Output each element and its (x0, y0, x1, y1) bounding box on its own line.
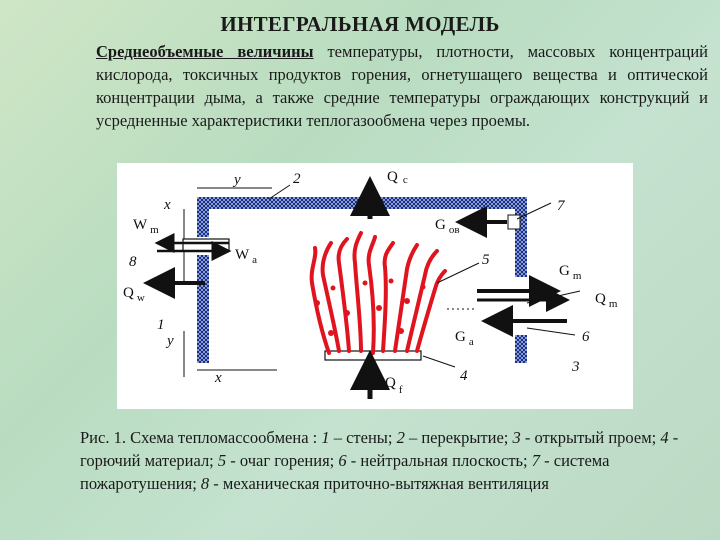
label-y-top: y (232, 172, 241, 188)
caption-line1: Схема тепломассообмена : (125, 428, 322, 447)
label-fire-num: 5 (482, 252, 490, 268)
label-fuel-num: 4 (460, 368, 468, 384)
fire-source (309, 231, 447, 355)
ventilation-duct (182, 238, 230, 252)
label-neutral-num: 6 (582, 329, 590, 345)
left-wall-lower (197, 255, 209, 363)
figure-caption: Рис. 1. Схема тепломассообмена : 1 – сте… (80, 426, 700, 495)
fire-embers (314, 278, 426, 336)
label-y-left: y (165, 333, 174, 349)
caption-num-7: 7 (531, 451, 541, 470)
caption-text-4: - горючий материал; (80, 428, 679, 470)
label-opening-num: 3 (571, 359, 580, 375)
label-ceiling-num: 2 (293, 171, 301, 187)
caption-text-8: - механическая приточно-вытяжная вентиля… (209, 474, 549, 493)
caption-num-2: 2 (396, 428, 405, 447)
caption-num-8: 8 (200, 474, 210, 493)
caption-text-6: - нейтральная плоскость; (346, 451, 532, 470)
left-wall-upper (197, 197, 209, 237)
caption-text-5: - очаг горения; (226, 451, 339, 470)
caption-num-5: 5 (217, 451, 227, 470)
ceiling (197, 197, 527, 209)
label-vent-num: 8 (129, 254, 137, 270)
caption-num-3: 3 (512, 428, 521, 447)
intro-paragraph: Среднеобъемные величины температуры, пло… (96, 40, 708, 132)
caption-text-3: - открытый проем; (520, 428, 661, 447)
right-wall-lower (515, 335, 527, 363)
caption-num-6: 6 (338, 451, 347, 470)
label-suppression-num: 7 (557, 198, 566, 214)
intro-lead-term: Среднеобъемные величины (96, 42, 314, 61)
right-wall-upper (515, 197, 527, 277)
intro-text: температуры, плотности, массовых концент… (96, 42, 708, 130)
label-x-bottom: x (214, 370, 222, 386)
caption-num-4: 4 (660, 428, 669, 447)
caption-text-1: – стены; (329, 428, 397, 447)
caption-num-1: 1 (321, 428, 330, 447)
label-wall-num: 1 (157, 317, 165, 333)
suppression-system (507, 214, 521, 230)
caption-fig-label: Рис. 1. (80, 428, 126, 447)
caption-text-2: – перекрытие; (404, 428, 513, 447)
label-x-left: x (163, 197, 171, 213)
page-title: ИНТЕГРАЛЬНАЯ МОДЕЛЬ (220, 12, 500, 36)
caption-text-7: - система пожаротушения; (80, 451, 610, 493)
leader-lines (268, 184, 581, 368)
